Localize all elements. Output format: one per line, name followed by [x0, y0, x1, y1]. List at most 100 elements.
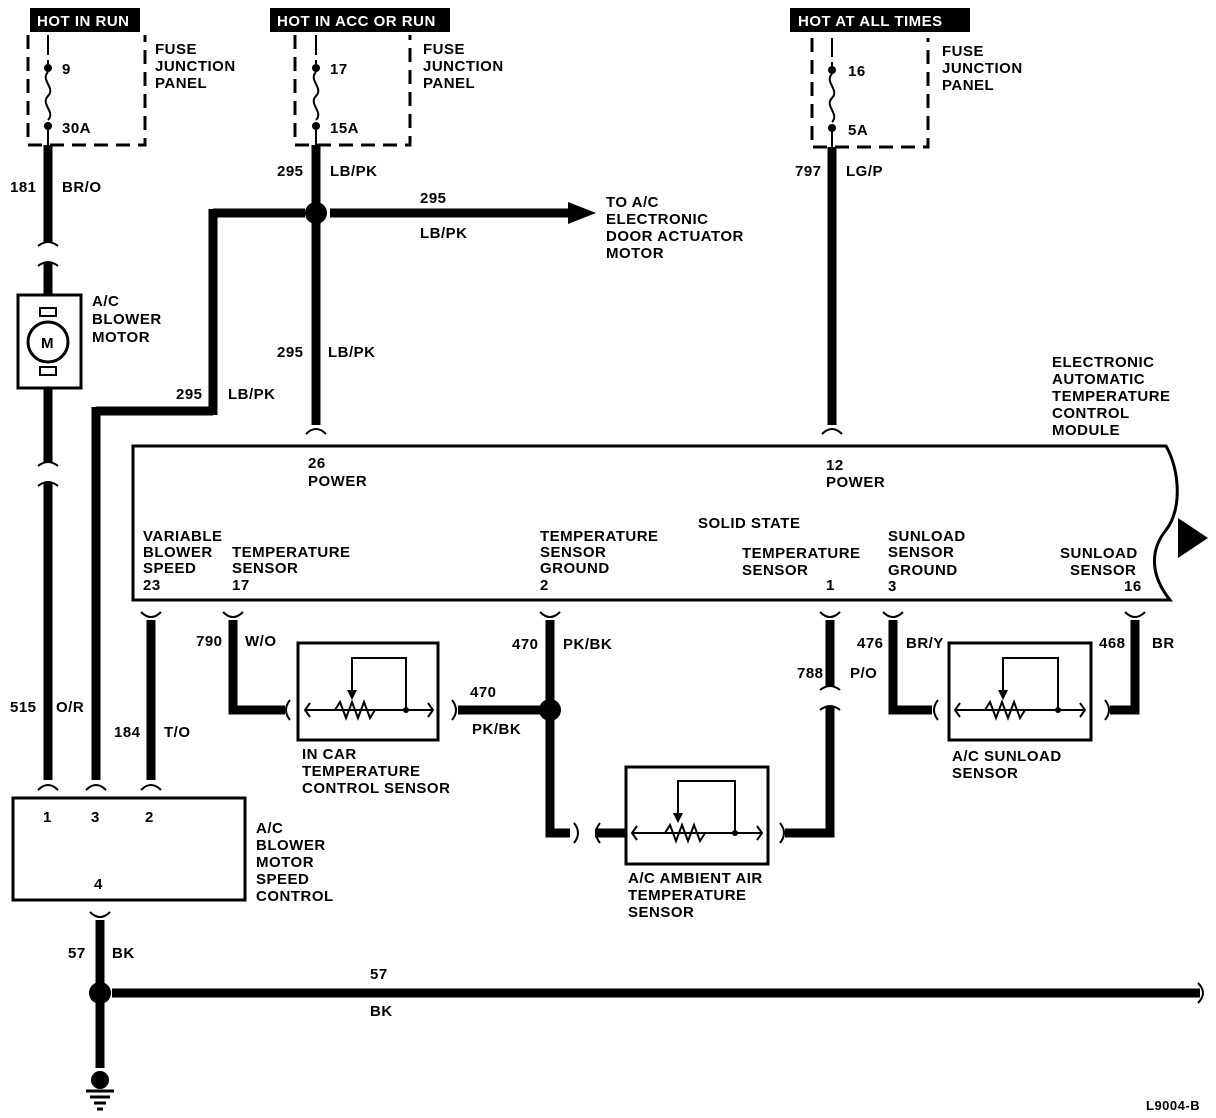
wire-181-circuit: 181 — [10, 179, 37, 196]
door-actuator-label-4: MOTOR — [606, 245, 664, 262]
wire-57-down-circuit: 57 — [68, 945, 86, 962]
sunload-sensor-label-1: A/C SUNLOAD — [952, 748, 1062, 765]
fuse-1-rating: 30A — [62, 120, 91, 137]
pin3-label-2: SENSOR — [888, 544, 954, 561]
pin26-label: POWER — [308, 473, 367, 490]
wire-295-branch-color: LB/PK — [420, 225, 468, 242]
fuse-1-label-1: FUSE — [155, 41, 197, 58]
pin3-label-3: GROUND — [888, 562, 958, 579]
fuse-3-rating: 5A — [848, 122, 868, 139]
fuse-3-label-2: JUNCTION — [942, 60, 1023, 77]
wire-468: 468 BR — [1099, 611, 1174, 721]
module-label-5: MODULE — [1052, 422, 1120, 439]
ambient-sensor-label-3: SENSOR — [628, 904, 694, 921]
speed-control-pin-3: 3 — [91, 809, 100, 826]
blower-motor-speed-control: 1 3 2 4 A/C BLOWER MOTOR SPEED CONTROL — [11, 796, 333, 905]
fuse-panel-1: 9 30A FUSE JUNCTION PANEL — [26, 35, 235, 147]
module-label-3: TEMPERATURE — [1052, 388, 1171, 405]
wire-470: 470 PK/BK 470 PK/BK — [451, 611, 625, 844]
wire-515-color: O/R — [56, 699, 84, 716]
wire-790-circuit: 790 — [196, 633, 223, 650]
header-hot-in-acc-or-run: HOT IN ACC OR RUN — [270, 8, 450, 32]
module-label-1: ELECTRONIC — [1052, 354, 1155, 371]
wire-515-circuit: 515 — [10, 699, 37, 716]
pin17-label-2: SENSOR — [232, 560, 298, 577]
blower-motor-label-2: BLOWER — [92, 311, 162, 328]
blower-motor-symbol: M — [41, 335, 54, 352]
connector-d-letter: D — [575, 209, 583, 221]
ground-icon — [86, 1071, 114, 1111]
header-hot-in-run: HOT IN RUN — [30, 8, 140, 32]
speed-control-label-1: A/C — [256, 820, 283, 837]
in-car-sensor-label-3: CONTROL SENSOR — [302, 780, 450, 797]
fuse-2-rating: 15A — [330, 120, 359, 137]
wire-184-circuit: 184 — [114, 724, 141, 741]
wire-184-color: T/O — [164, 724, 191, 741]
blower-motor-label-3: MOTOR — [92, 329, 150, 346]
ambient-sensor-label-2: TEMPERATURE — [628, 887, 747, 904]
wire-797-color: LG/P — [846, 163, 883, 180]
pin23-label-2: BLOWER — [143, 544, 213, 561]
fuse-3-label-3: PANEL — [942, 77, 994, 94]
wire-797-circuit: 797 — [795, 163, 822, 180]
wire-295-top-circuit: 295 — [277, 163, 304, 180]
wire-57-right-circuit: 57 — [370, 966, 388, 983]
wire-181: 181 BR/O — [10, 145, 102, 295]
door-actuator-connector: D TO A/C ELECTRONIC DOOR ACTUATOR MOTOR — [575, 194, 743, 262]
wire-470-mid-circuit: 470 — [470, 684, 497, 701]
figure-id: L9004-B — [1146, 1098, 1200, 1113]
ambient-air-temperature-sensor: A/C AMBIENT AIR TEMPERATURE SENSOR — [624, 765, 770, 921]
header-hot-in-acc-or-run-text: HOT IN ACC OR RUN — [277, 13, 436, 30]
wire-790: 790 W/O — [196, 611, 291, 721]
pin16-label-2: SENSOR — [1070, 562, 1136, 579]
pin2-label-3: GROUND — [540, 560, 610, 577]
wire-476: 476 BR/Y — [857, 611, 943, 721]
fuse-2-label-2: JUNCTION — [423, 58, 504, 75]
fuse-2-label-3: PANEL — [423, 75, 475, 92]
wire-57-right-color: BK — [370, 1003, 393, 1020]
wire-57-down-color: BK — [112, 945, 135, 962]
module-label-4: CONTROL — [1052, 405, 1130, 422]
sunload-sensor-label-2: SENSOR — [952, 765, 1018, 782]
door-actuator-label-1: TO A/C — [606, 194, 659, 211]
pin3-label-1: SUNLOAD — [888, 528, 966, 545]
wire-470-mid-color: PK/BK — [472, 721, 521, 738]
module-label-2: AUTOMATIC — [1052, 371, 1145, 388]
speed-control-label-2: BLOWER — [256, 837, 326, 854]
pin23-label-3: SPEED — [143, 560, 196, 577]
wire-515: 515 O/R — [10, 388, 84, 791]
in-car-temperature-sensor: IN CAR TEMPERATURE CONTROL SENSOR — [296, 641, 450, 797]
speed-control-label-3: MOTOR — [256, 854, 314, 871]
pin12-label: POWER — [826, 474, 885, 491]
header-hot-in-run-text: HOT IN RUN — [37, 13, 130, 30]
control-module: A ELECTRONIC AUTOMATIC TEMPERATURE CONTR… — [131, 354, 1208, 602]
pin17-label-1: TEMPERATURE — [232, 544, 351, 561]
in-car-sensor-label-1: IN CAR — [302, 746, 357, 763]
door-actuator-label-2: ELECTRONIC — [606, 211, 709, 228]
wire-788-color: P/O — [850, 665, 877, 682]
header-hot-at-all-times: HOT AT ALL TIMES — [790, 8, 970, 32]
blower-motor: M A/C BLOWER MOTOR — [16, 293, 162, 390]
wire-57-ground: 57 BK 57 BK — [68, 911, 1204, 1111]
wire-184: 184 T/O — [114, 611, 191, 791]
wire-468-circuit: 468 — [1099, 635, 1126, 652]
fuse-2-number: 17 — [330, 61, 348, 78]
header-hot-at-all-times-text: HOT AT ALL TIMES — [798, 13, 943, 30]
pin23-label-1: VARIABLE — [143, 528, 223, 545]
speed-control-pin-2: 2 — [145, 809, 154, 826]
pin23-number: 23 — [143, 577, 161, 594]
wire-295-branch-circuit: 295 — [420, 190, 447, 207]
wire-470-top-circuit: 470 — [512, 636, 539, 653]
in-car-sensor-label-2: TEMPERATURE — [302, 763, 421, 780]
pin2-label-1: TEMPERATURE — [540, 528, 659, 545]
fuse-1-label-3: PANEL — [155, 75, 207, 92]
wire-476-circuit: 476 — [857, 635, 884, 652]
pin17-number: 17 — [232, 577, 250, 594]
wire-790-color: W/O — [245, 633, 277, 650]
wire-788: 788 P/O — [779, 611, 877, 844]
pin2-label-2: SENSOR — [540, 544, 606, 561]
wire-797: 797 LG/P — [795, 147, 883, 435]
wire-295-top-color: LB/PK — [330, 163, 378, 180]
pin3-number: 3 — [888, 578, 897, 595]
wire-181-color: BR/O — [62, 179, 102, 196]
